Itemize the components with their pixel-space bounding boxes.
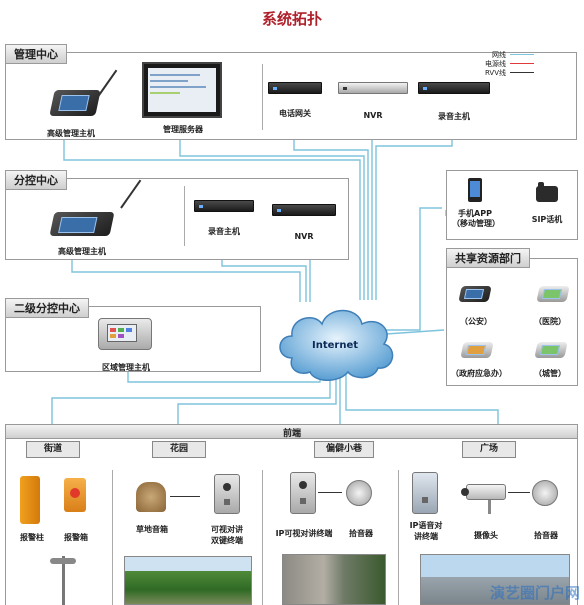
desk-console-icon bbox=[49, 212, 115, 236]
mgmt-device-label-2: 管理服务器 bbox=[163, 125, 203, 134]
square-device-1: IP语音对 bbox=[409, 521, 443, 530]
mgmt-device-label-3: 电话网关 bbox=[279, 109, 311, 118]
video-intercom-icon bbox=[214, 474, 240, 514]
smartphone-icon bbox=[468, 178, 482, 202]
legend-network-label: 网线 bbox=[492, 50, 506, 59]
street-device-2: 报警箱 bbox=[64, 533, 88, 542]
shared-unit-police: （公安） bbox=[460, 317, 492, 326]
square-photo bbox=[420, 554, 570, 605]
sip-phone-label: SIP话机 bbox=[531, 215, 563, 224]
mgmt-device-label-1: 高级管理主机 bbox=[47, 129, 95, 138]
zone-divider bbox=[112, 470, 113, 605]
legend-power-line bbox=[510, 63, 534, 64]
mgmt-device-label-4: NVR bbox=[363, 111, 383, 120]
sip-phone-icon bbox=[536, 182, 558, 202]
pickup-mic-icon bbox=[532, 480, 558, 506]
police-console-icon bbox=[458, 286, 492, 302]
connector-line bbox=[508, 492, 530, 493]
alarm-box-icon bbox=[64, 478, 86, 512]
street-light-head-icon bbox=[50, 558, 76, 564]
ip-voice-intercom-icon bbox=[412, 472, 438, 514]
level2-center-heading: 二级分控中心 bbox=[5, 298, 89, 318]
watermark: 演艺圈门户网 bbox=[489, 584, 580, 602]
zone-divider bbox=[262, 470, 263, 605]
legend-rvv-line bbox=[510, 72, 534, 73]
square-device-2: 摄像头 bbox=[474, 531, 498, 540]
legend-rvv-label: RVV线 bbox=[484, 68, 506, 77]
square-device-3: 拾音器 bbox=[534, 531, 558, 540]
garden-device-3: 双键终端 bbox=[211, 536, 243, 545]
branch-center-heading: 分控中心 bbox=[5, 170, 67, 190]
shared-unit-government: （政府应急办） bbox=[451, 369, 507, 378]
zone-tab-street: 街道 bbox=[26, 441, 80, 458]
mobile-app-sublabel: （移动管理） bbox=[452, 219, 500, 228]
internet-label: Internet bbox=[312, 340, 359, 351]
city-mgmt-console-icon bbox=[534, 342, 568, 358]
connector-line bbox=[170, 496, 200, 497]
nvr-icon bbox=[338, 82, 408, 94]
zone-tab-square: 广场 bbox=[462, 441, 516, 458]
shared-dept-panel bbox=[446, 258, 578, 386]
recording-host-icon bbox=[194, 200, 254, 212]
branch-device-label-2: 录音主机 bbox=[208, 227, 240, 236]
legend: 网线 电源线 RVV线 bbox=[474, 50, 534, 77]
camera-icon bbox=[461, 484, 506, 500]
gov-console-icon bbox=[460, 342, 494, 358]
alarm-pillar-icon bbox=[20, 476, 40, 524]
grass-speaker-icon bbox=[136, 482, 166, 512]
desk-console-icon bbox=[49, 90, 101, 116]
internet-cloud-icon bbox=[279, 309, 394, 381]
alley-device-1: IP可视对讲终端 bbox=[275, 529, 333, 538]
branch-center-panel bbox=[5, 178, 349, 260]
street-light-icon bbox=[62, 556, 65, 605]
zone-tab-alley: 偏僻小巷 bbox=[314, 441, 374, 458]
regional-host-icon bbox=[98, 318, 152, 350]
branch-device-label-3: NVR bbox=[294, 232, 314, 241]
street-device-1: 报警柱 bbox=[20, 533, 44, 542]
legend-network-line bbox=[510, 54, 534, 55]
garden-photo bbox=[124, 556, 252, 605]
management-center-heading: 管理中心 bbox=[5, 44, 67, 64]
zone-tab-garden: 花园 bbox=[152, 441, 206, 458]
branch-device-label-1: 高级管理主机 bbox=[58, 247, 106, 256]
frontend-heading-bar bbox=[5, 424, 578, 439]
management-server-icon bbox=[142, 62, 222, 118]
ip-intercom-icon bbox=[290, 472, 316, 514]
shared-unit-citymgmt: （城管） bbox=[534, 369, 566, 378]
divider bbox=[262, 64, 263, 130]
phone-gateway-icon bbox=[268, 82, 322, 94]
shared-unit-hospital: （医院） bbox=[534, 317, 566, 326]
pickup-mic-icon bbox=[346, 480, 372, 506]
recording-host-icon bbox=[418, 82, 490, 94]
camera-mount-icon bbox=[488, 500, 491, 514]
zone-divider bbox=[398, 470, 399, 605]
shared-dept-heading: 共享资源部门 bbox=[446, 248, 530, 268]
legend-power-label: 电源线 bbox=[485, 59, 506, 68]
square-device-1b: 讲终端 bbox=[414, 532, 438, 541]
management-center-panel bbox=[5, 52, 577, 140]
nvr-icon bbox=[272, 204, 336, 216]
level2-device-label: 区域管理主机 bbox=[102, 363, 150, 372]
hospital-console-icon bbox=[536, 286, 570, 302]
connector-line bbox=[318, 492, 342, 493]
divider bbox=[184, 186, 185, 246]
diagram-title: 系统拓扑 bbox=[261, 10, 322, 28]
frontend-heading: 前端 bbox=[282, 429, 301, 439]
mobile-panel bbox=[446, 170, 578, 240]
alley-device-2: 拾音器 bbox=[349, 529, 373, 538]
garden-device-1: 草地音箱 bbox=[136, 525, 168, 534]
alley-photo bbox=[282, 554, 386, 605]
mgmt-device-label-5: 录音主机 bbox=[438, 112, 470, 121]
mobile-app-label: 手机APP bbox=[458, 209, 492, 218]
garden-device-2: 可视对讲 bbox=[211, 525, 243, 534]
